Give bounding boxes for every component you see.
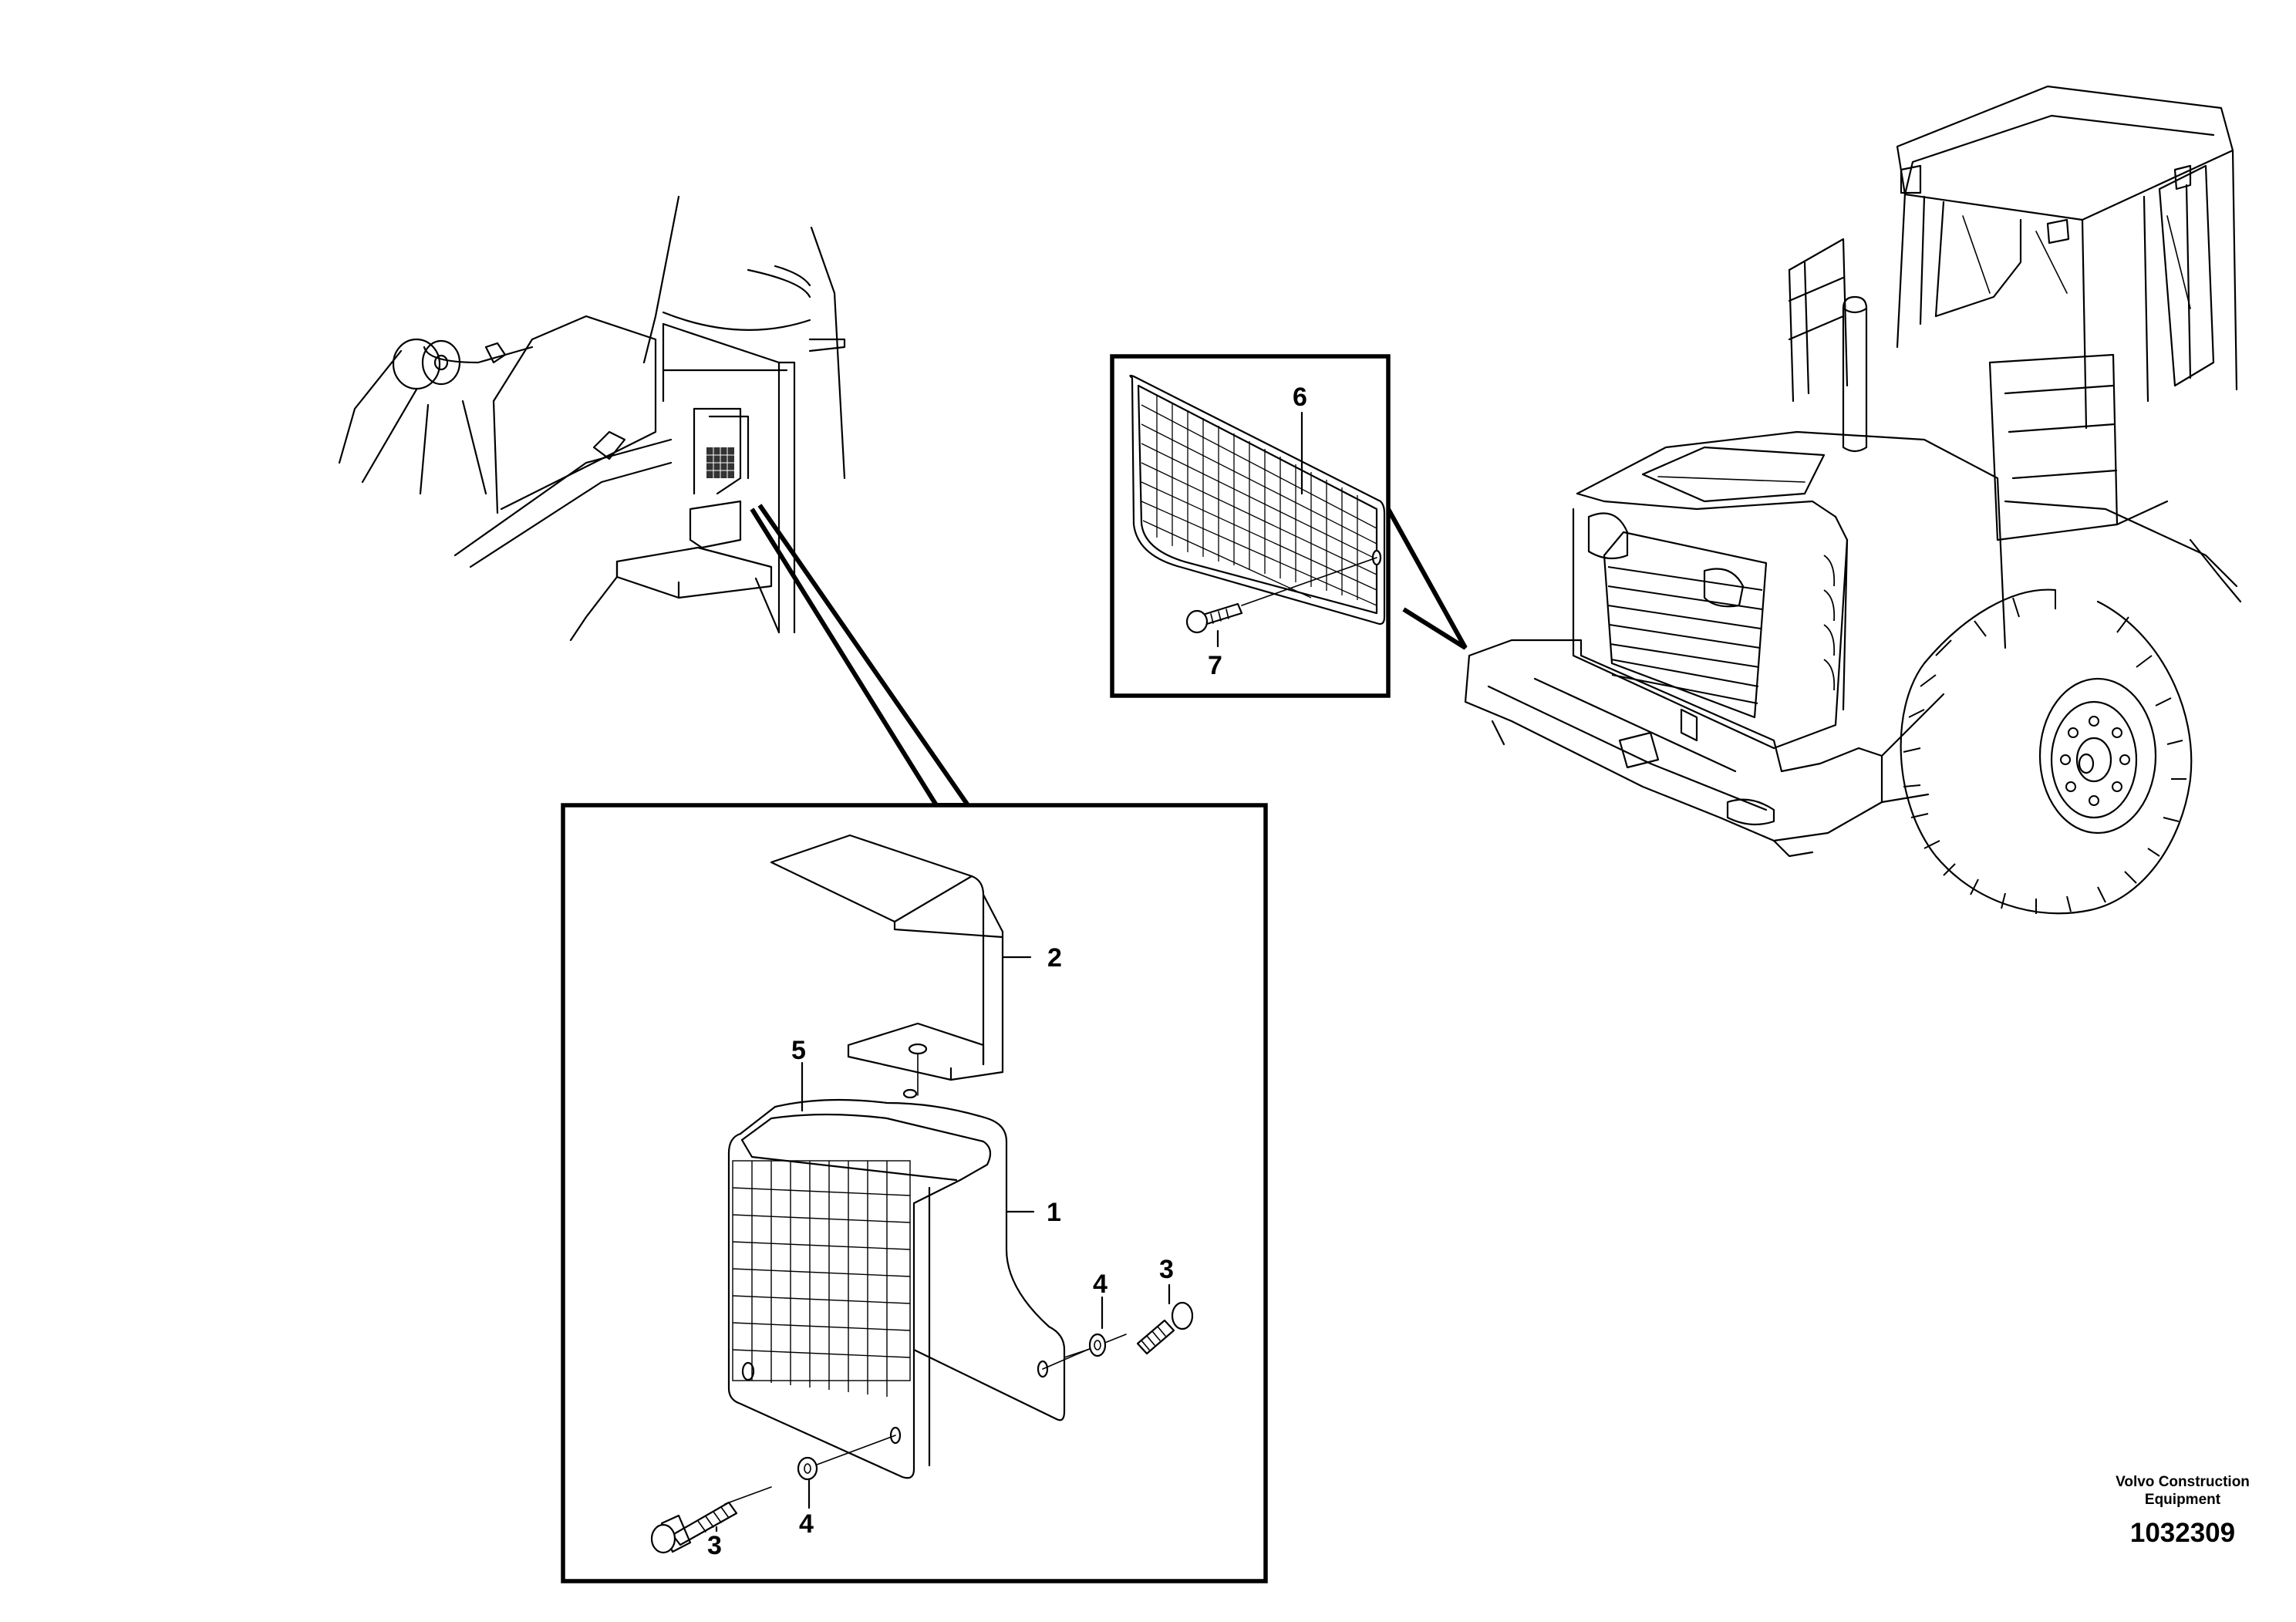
callout-3-right: 3 — [1159, 1255, 1174, 1284]
bracket-part-2 — [770, 834, 1004, 1096]
callout-2: 2 — [1047, 943, 1062, 973]
callout-5: 5 — [791, 1036, 806, 1065]
callout-3-left: 3 — [707, 1531, 722, 1560]
callout-labels-upper: 6 7 — [1208, 383, 1307, 680]
leader-lines-lower — [715, 956, 1171, 1533]
washer-part-4-left — [797, 1456, 818, 1481]
leader-lines-upper — [1216, 411, 1303, 648]
guard-part-1 — [727, 1088, 1066, 1479]
footer-block: Volvo Construction Equipment 1032309 — [2067, 1473, 2296, 1549]
callout-1: 1 — [1047, 1198, 1061, 1227]
detail-leader-upper — [1386, 508, 1468, 650]
brand-line-2: Equipment — [2144, 1492, 2221, 1508]
wheel-loader-front-view — [1464, 85, 2242, 915]
machine-context-sketch — [338, 195, 846, 642]
detail-leader-lower — [750, 504, 973, 808]
detail-frame-upper — [1110, 354, 1391, 698]
callout-4-left: 4 — [799, 1509, 814, 1539]
screw-part-3-right — [1136, 1301, 1194, 1355]
document-number: 1032309 — [2129, 1518, 2236, 1548]
callout-7: 7 — [1208, 651, 1222, 680]
washer-part-4-right — [1088, 1333, 1107, 1357]
callout-labels-lower: 2 5 1 3 4 4 3 — [707, 943, 1174, 1560]
brand-line-1: Volvo Construction — [2116, 1474, 2250, 1490]
screw-part-3-left — [650, 1501, 738, 1554]
screw-part-7 — [1185, 557, 1377, 634]
callout-6: 6 — [1293, 383, 1307, 412]
callout-4-right: 4 — [1093, 1270, 1108, 1299]
